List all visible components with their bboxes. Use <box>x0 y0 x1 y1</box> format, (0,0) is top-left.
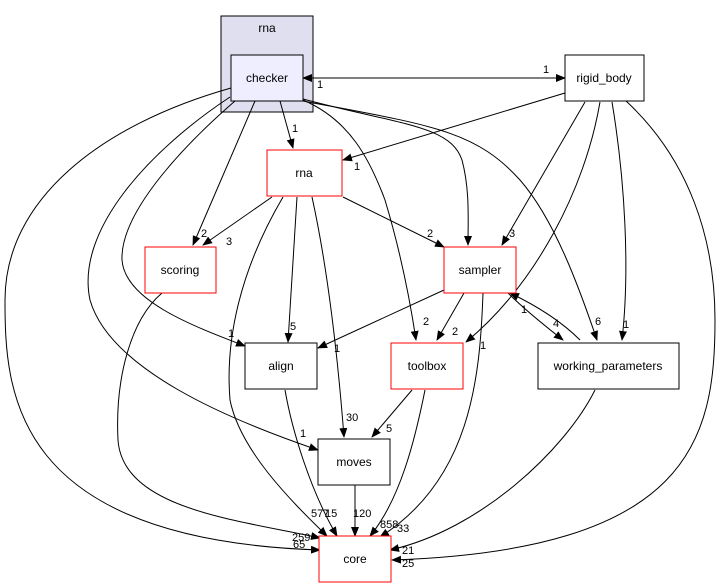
edge-label-toolbox-to-core: 858 <box>380 519 398 531</box>
edge-rna-to-scoring <box>202 196 273 246</box>
edge-labels: 1 1 1 1 2 3 1 2 3 2 2 1 6 4 1 1 1 5 1 1 … <box>201 64 629 570</box>
edge-label-checker-to-rigid: 1 <box>543 64 549 76</box>
node-align-label: align <box>268 359 293 373</box>
edge-label-rna-to-sampler: 2 <box>427 228 433 240</box>
edge-checker-to-moves <box>87 96 319 451</box>
node-checker-box[interactable] <box>230 54 304 102</box>
edge-toolbox-to-moves <box>371 389 413 438</box>
edge-checker-to-rna <box>279 100 295 149</box>
edge-checker-to-scoring <box>192 100 256 246</box>
edge-rna-to-sampler <box>342 196 445 248</box>
node-rigid-body-label: rigid_body <box>576 71 631 85</box>
edge-label-rna-to-align: 5 <box>290 321 296 333</box>
node-checker-label: checker <box>246 71 288 85</box>
node-sampler-label: sampler <box>459 263 502 277</box>
edge-label-sampler-to-toolbox: 2 <box>452 326 458 338</box>
node-rna[interactable]: rna <box>266 149 343 197</box>
edge-rna-to-core <box>228 196 328 537</box>
node-rigid-body[interactable]: rigid_body <box>564 54 645 102</box>
edge-checker-to-sampler <box>302 98 473 246</box>
node-toolbox[interactable]: toolbox <box>390 342 464 390</box>
edge-rna-to-align <box>284 196 298 343</box>
edge-label-checker-to-core: 65 <box>293 539 305 551</box>
node-scoring[interactable]: scoring <box>144 246 217 294</box>
edge-label-toolbox-to-moves: 5 <box>386 423 392 435</box>
edge-label-rigid-to-wp: 1 <box>623 319 629 331</box>
node-working-parameters-label: working_parameters <box>553 359 663 373</box>
node-checker[interactable]: checker <box>230 54 304 102</box>
node-core[interactable]: core <box>318 535 392 583</box>
edge-rigid-to-core <box>391 99 716 564</box>
node-toolbox-box[interactable] <box>390 342 464 390</box>
node-working-parameters-box[interactable] <box>537 342 680 390</box>
edge-rigid-to-rna <box>342 92 566 162</box>
nodes: checker rigid_body rna scoring sampler a… <box>144 54 680 583</box>
edge-checker-to-wp <box>302 100 598 341</box>
edge-sampler-to-toolbox <box>436 292 465 341</box>
edge-label-rna-to-scoring: 3 <box>226 236 232 248</box>
node-sampler[interactable]: sampler <box>443 246 517 294</box>
edge-wp-to-core <box>389 389 596 552</box>
edge-label-checker-to-wp: 6 <box>595 316 601 328</box>
edge-label-scoring-to-core: 259 <box>292 532 310 544</box>
node-moves-box[interactable] <box>317 438 391 486</box>
edge-scoring-to-core <box>117 292 321 540</box>
edge-toolbox-to-core <box>369 389 426 537</box>
node-rigid-body-box[interactable] <box>564 54 645 102</box>
edge-label-rigid-to-core: 25 <box>402 558 414 570</box>
node-toolbox-label: toolbox <box>408 359 447 373</box>
edge-label-checker-to-scoring: 2 <box>201 228 207 240</box>
edge-label-rna-to-core: 577 <box>311 508 329 520</box>
edge-label-wp-to-sampler: 1 <box>521 304 527 316</box>
edge-label-moves-to-core: 120 <box>353 508 371 520</box>
edge-label-sampler-to-align: 1 <box>334 343 340 355</box>
edges <box>4 74 716 564</box>
edge-label-rna-to-moves: 30 <box>346 412 358 424</box>
edge-rigid-to-toolbox <box>465 101 601 343</box>
edge-label-checker-to-rna: 1 <box>292 123 298 135</box>
edge-label-rigid-to-rna: 1 <box>354 161 360 173</box>
edge-checker-to-toolbox <box>302 99 419 341</box>
node-scoring-label: scoring <box>161 263 200 277</box>
edge-wp-to-sampler <box>509 292 581 341</box>
edge-sampler-to-wp <box>507 292 564 341</box>
edge-label-align-to-core: 15 <box>325 508 337 520</box>
node-rna-label: rna <box>295 166 313 180</box>
edge-label-checker-to-moves: 1 <box>300 428 306 440</box>
edge-sampler-to-align <box>317 289 445 349</box>
edge-checker-to-core <box>4 87 321 554</box>
edge-label-checker-to-align: 1 <box>228 328 234 340</box>
edge-rna-to-moves <box>311 196 348 438</box>
edge-label-checker-to-toolbox: 2 <box>423 316 429 328</box>
edge-label-rigid-to-toolbox: 1 <box>480 340 486 352</box>
edge-sampler-to-core <box>379 292 484 538</box>
node-moves-label: moves <box>336 455 371 469</box>
node-sampler-box[interactable] <box>443 246 517 294</box>
edge-checker-to-align <box>121 100 246 347</box>
node-scoring-box[interactable] <box>144 246 217 294</box>
edge-label-rigid-to-checker: 1 <box>317 79 323 91</box>
cluster-rna-label: rna <box>258 21 276 35</box>
edge-label-sampler-to-core: 33 <box>397 523 409 535</box>
edge-rigid-to-wp <box>611 101 627 341</box>
edge-rigid-to-sampler <box>501 101 586 246</box>
node-rna-box[interactable] <box>266 149 343 197</box>
edge-label-sampler-to-wp: 4 <box>553 318 559 330</box>
node-align-box[interactable] <box>244 342 318 390</box>
node-core-box[interactable] <box>318 535 392 583</box>
node-working-parameters[interactable]: working_parameters <box>537 342 680 390</box>
node-moves[interactable]: moves <box>317 438 391 486</box>
edge-align-to-core <box>284 389 338 537</box>
node-core-label: core <box>343 552 367 566</box>
node-align[interactable]: align <box>244 342 318 390</box>
edge-label-wp-to-core: 21 <box>402 545 414 557</box>
edge-label-rigid-to-sampler: 3 <box>509 228 515 240</box>
